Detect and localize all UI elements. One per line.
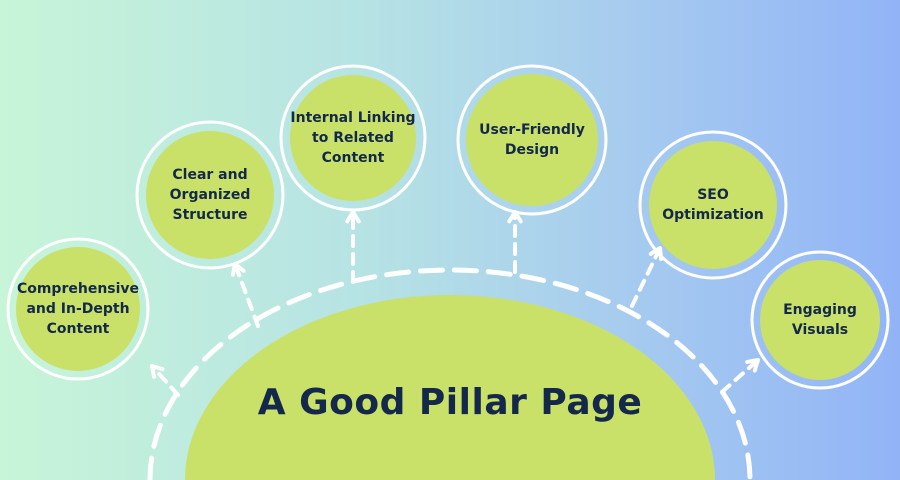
bubble-ring-engaging-visuals	[750, 250, 890, 390]
bubbles-layer	[6, 64, 890, 390]
arrows-layer	[150, 210, 760, 397]
bubble-ring-clear-structure	[135, 120, 285, 270]
hub-dashed-ring	[147, 267, 753, 480]
bubble-engaging-visuals	[760, 260, 880, 380]
bubble-ring-comprehensive	[6, 237, 150, 381]
node-label-internal-linking: Internal Linking to Related Content	[290, 110, 416, 166]
bubble-comprehensive	[16, 247, 140, 371]
bubble-ring-internal-linking	[279, 64, 427, 212]
bubble-ring-user-friendly	[456, 64, 608, 216]
node-label-seo: SEO Optimization	[662, 187, 764, 223]
connector-arrow-clear-structure	[233, 262, 260, 328]
bubble-clear-structure	[146, 131, 274, 259]
bubble-user-friendly	[466, 74, 598, 206]
arrowhead-icon	[345, 210, 361, 224]
node-label-clear-structure: Clear and Organized Structure	[169, 167, 251, 223]
bubble-ring-seo	[638, 130, 788, 280]
arrowhead-icon	[745, 358, 760, 373]
bubble-internal-linking	[290, 75, 416, 201]
connector-arrow-comprehensive	[150, 364, 180, 397]
page-title: A Good Pillar Page	[257, 381, 643, 423]
node-label-engaging-visuals: Engaging Visuals	[783, 302, 857, 338]
connector-arrow-seo	[630, 246, 662, 308]
connector-arrow-engaging-visuals	[720, 358, 760, 394]
node-label-comprehensive: Comprehensive and In-Depth Content	[16, 281, 140, 337]
arrowhead-icon	[150, 364, 165, 379]
node-label-user-friendly: User-Friendly Design	[479, 122, 585, 158]
hub-half-circle	[185, 295, 715, 480]
bubble-seo	[649, 141, 777, 269]
